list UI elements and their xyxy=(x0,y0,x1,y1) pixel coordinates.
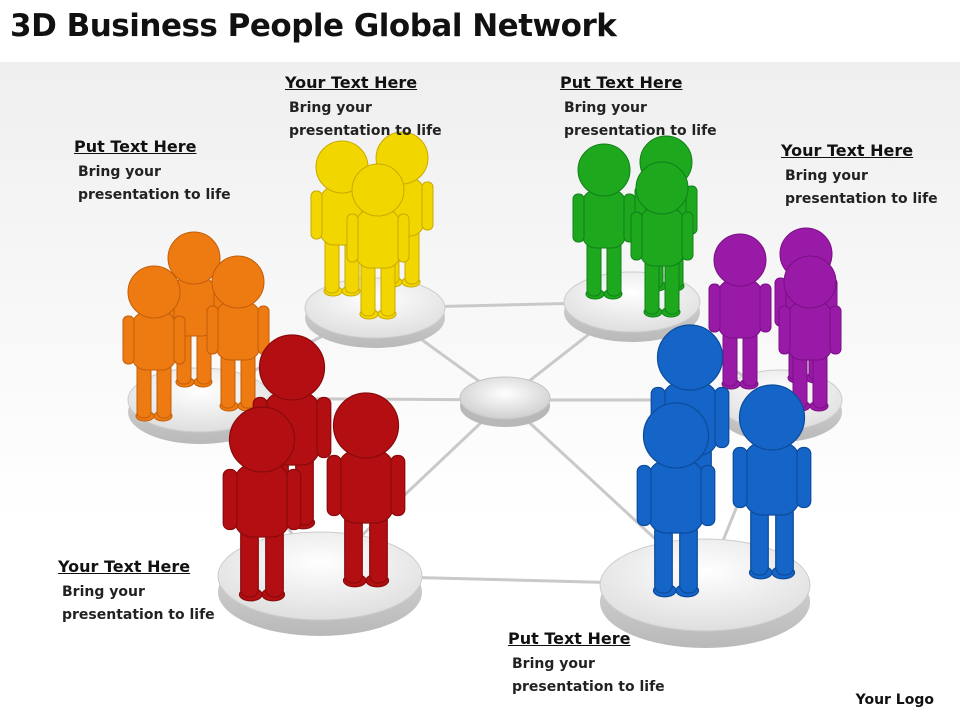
callout-line: presentation to life xyxy=(512,679,665,695)
callout-line: presentation to life xyxy=(78,187,231,203)
callout-line: Bring your xyxy=(564,100,647,116)
callout-line: presentation to life xyxy=(564,123,717,139)
callout-line: Bring your xyxy=(785,168,868,184)
callout-line: presentation to life xyxy=(62,607,215,623)
callout-top-right-center: Put Text Here Bring your presentation to… xyxy=(560,73,717,143)
callout-line: presentation to life xyxy=(289,123,442,139)
callout-bottom-center: Put Text Here Bring your presentation to… xyxy=(508,629,665,699)
page-title: 3D Business People Global Network xyxy=(10,8,617,44)
callout-line: Bring your xyxy=(62,584,145,600)
callout-heading: Your Text Here xyxy=(285,73,418,92)
callout-heading: Put Text Here xyxy=(74,137,197,156)
callout-line: Bring your xyxy=(512,656,595,672)
logo-placeholder: Your Logo xyxy=(855,692,934,708)
callout-heading: Put Text Here xyxy=(508,629,631,648)
callout-heading: Your Text Here xyxy=(58,557,191,576)
callout-heading: Put Text Here xyxy=(560,73,683,92)
callout-line: Bring your xyxy=(78,164,161,180)
callout-line: Bring your xyxy=(289,100,372,116)
callout-heading: Your Text Here xyxy=(781,141,914,160)
callout-left: Put Text Here Bring your presentation to… xyxy=(74,137,231,207)
callout-bottom-left: Your Text Here Bring your presentation t… xyxy=(58,557,215,627)
title-bar: 3D Business People Global Network xyxy=(0,0,960,62)
callout-right: Your Text Here Bring your presentation t… xyxy=(781,141,938,211)
callout-top-left-center: Your Text Here Bring your presentation t… xyxy=(285,73,442,143)
central-hub xyxy=(459,376,551,427)
callout-line: presentation to life xyxy=(785,191,938,207)
